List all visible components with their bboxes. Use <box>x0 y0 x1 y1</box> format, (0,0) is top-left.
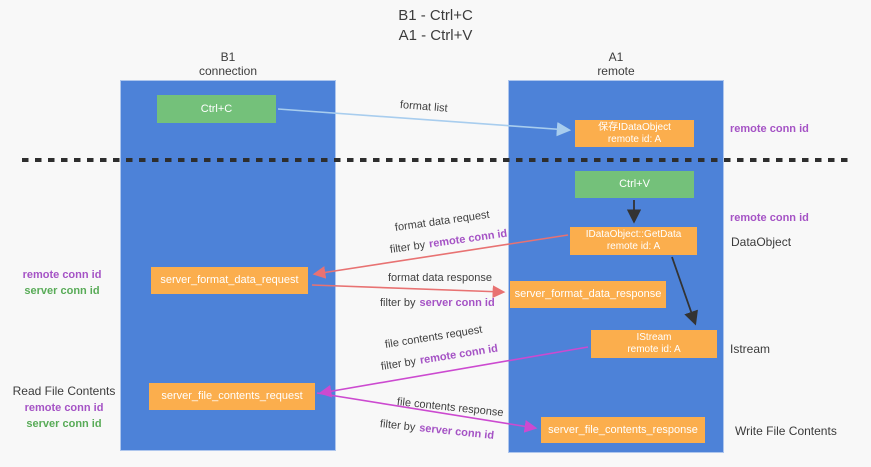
node-server-format-data-response: server_format_data_response <box>510 281 666 308</box>
edge-label-format-data-response: format data response <box>388 272 492 284</box>
remote-conn-id-text: remote conn id <box>428 227 508 251</box>
left-server-conn-id-2: server conn id <box>26 418 102 430</box>
session-divider-dashed-line <box>22 158 852 162</box>
filter-by-text: filter by <box>380 297 416 309</box>
column-header-a1: A1 remote <box>508 50 724 78</box>
right-label-remote-conn-id-top: remote conn id <box>730 123 809 135</box>
server-conn-id-text: server conn id <box>419 297 495 309</box>
node-idataobject-getdata-line1: IDataObject::GetData <box>585 229 682 240</box>
node-save-idataobject-line1: 保存IDataObject <box>598 121 671 133</box>
right-label-dataobject: DataObject <box>731 235 792 249</box>
node-server-file-contents-response-label: server_file_contents_response <box>548 423 698 436</box>
node-istream-line1: IStream <box>636 332 672 343</box>
column-header-b1-role: connection <box>198 64 258 78</box>
title-line-1: B1 - Ctrl+C <box>398 7 473 24</box>
node-idataobject-getdata: IDataObject::GetData remote id: A <box>570 227 697 255</box>
format-data-response-arrow <box>311 284 506 299</box>
node-ctrl-v: Ctrl+V <box>575 171 694 198</box>
right-label-write-file-contents: Write File Contents <box>735 424 837 438</box>
diagram-title: B1 - Ctrl+C A1 - Ctrl+V <box>0 6 871 46</box>
left-server-conn-id-1: server conn id <box>24 285 100 297</box>
right-label-istream: Istream <box>730 342 771 356</box>
edge-label-format-data-request: format data request <box>394 208 491 234</box>
column-header-a1-name: A1 <box>608 50 624 64</box>
node-server-format-data-request: server_format_data_request <box>151 267 308 294</box>
filter-by-text: filter by <box>389 239 426 256</box>
filter-by-text: filter by <box>379 418 416 434</box>
left-read-file-contents: Read File Contents <box>12 384 116 398</box>
node-save-idataobject-line2: remote id: A <box>607 133 662 145</box>
node-ctrl-c-label: Ctrl+C <box>200 102 233 115</box>
column-header-a1-role: remote <box>597 64 635 78</box>
title-line-2: A1 - Ctrl+V <box>398 27 473 44</box>
node-istream: IStream remote id: A <box>591 330 717 358</box>
node-istream-line2: remote id: A <box>627 344 681 355</box>
node-server-format-data-request-label: server_format_data_request <box>160 274 299 286</box>
node-save-idataobject: 保存IDataObject remote id: A <box>575 120 694 147</box>
node-ctrl-v-label: Ctrl+V <box>619 178 650 190</box>
node-server-format-data-response-label: server_format_data_response <box>514 288 662 300</box>
left-remote-conn-id-1: remote conn id <box>22 269 102 281</box>
column-header-b1-name: B1 <box>220 50 236 64</box>
left-label-conn-ids-format: remote conn id server conn id <box>12 267 112 299</box>
node-server-file-contents-response: server_file_contents_response <box>541 417 705 443</box>
edge-label-file-contents-response: file contents response <box>396 396 505 420</box>
node-server-file-contents-request-label: server_file_contents_request <box>161 390 303 402</box>
node-ctrl-c: Ctrl+C <box>157 95 276 123</box>
right-label-remote-conn-id-mid: remote conn id <box>730 212 809 224</box>
left-label-read-file-contents-group: Read File Contents remote conn id server… <box>12 382 116 432</box>
server-conn-id-text: server conn id <box>418 422 495 442</box>
left-remote-conn-id-2: remote conn id <box>24 402 104 414</box>
filter-by-text: filter by <box>380 355 417 373</box>
remote-conn-id-text: remote conn id <box>419 342 499 367</box>
edge-label-format-list: format list <box>399 99 449 115</box>
column-header-b1: B1 connection <box>120 50 336 78</box>
node-server-file-contents-request: server_file_contents_request <box>149 383 315 410</box>
node-idataobject-getdata-line2: remote id: A <box>606 241 661 252</box>
